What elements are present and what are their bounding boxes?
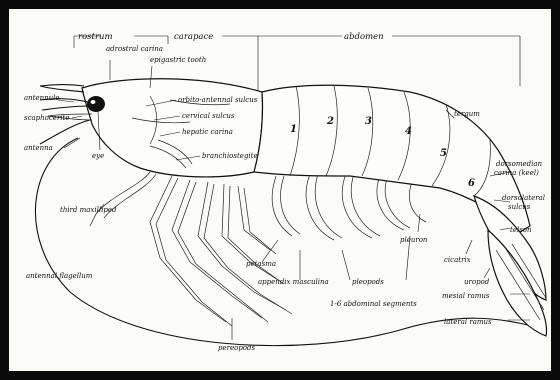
tergum-label: tergum <box>454 110 480 118</box>
eye-drawing <box>87 96 105 112</box>
uropod-label: uropod <box>464 278 490 286</box>
pleopods-drawing <box>272 174 426 240</box>
scaphocerite-label: scaphocerite <box>24 114 70 122</box>
dorsomedian-carina-label-2: carina (keel) <box>494 169 539 177</box>
segment-number-2: 2 <box>326 116 334 127</box>
hepatic-carina-label: hepatic carina <box>182 128 233 136</box>
antennule-label: antennule <box>24 94 60 102</box>
carapace-outline <box>82 79 263 177</box>
segment-number-5: 5 <box>440 148 447 159</box>
pereopods-label: pereopods <box>218 344 256 352</box>
appendix-masculina-label: appendix masculina <box>258 278 329 286</box>
third-maxilliped-label: third maxilliped <box>60 206 117 214</box>
third-maxilliped-drawing <box>90 172 156 226</box>
abdomen-label: abdomen <box>344 32 384 42</box>
segment-number-1: 1 <box>290 124 297 135</box>
rostrum-label: rostrum <box>78 32 113 42</box>
lateral-ramus-label: lateral ramus <box>444 318 492 326</box>
epigastric-tooth-label: epigastric tooth <box>150 56 206 64</box>
petasma-label: petasma <box>246 260 276 268</box>
mesial-ramus-label: mesial ramus <box>442 292 490 300</box>
adrostral-carina-label: adrostral carina <box>106 45 163 53</box>
segment-number-6: 6 <box>468 178 475 189</box>
dorsomedian-carina-label: dorsomedian <box>496 160 543 168</box>
pleuron-label: pleuron <box>400 236 428 244</box>
pereopods-drawing <box>150 176 292 326</box>
branchiostegite-label: branchiostegite <box>202 152 258 160</box>
cicatrix-label: cicatrix <box>444 256 471 264</box>
carapace-label: carapace <box>174 32 213 42</box>
eye-label: eye <box>92 152 104 160</box>
segment-number-3: 3 <box>365 116 372 127</box>
cervical-sulcus-label: cervical sulcus <box>182 112 235 120</box>
rostrum-drawing <box>40 85 84 93</box>
orbito-antennal-sulcus-label: orbito-antennal sulcus <box>178 96 258 104</box>
pleopods-label: pleopods <box>352 278 384 286</box>
dorsolateral-sulcus-label-2: sulcus <box>508 203 531 211</box>
antenna-drawing <box>40 120 90 144</box>
abdominal-segments-label: 1-6 abdominal segments <box>330 300 417 308</box>
segment-number-4: 4 <box>405 126 412 137</box>
dorsolateral-sulcus-label: dorsolateral <box>502 194 545 202</box>
eye-highlight <box>91 100 96 104</box>
telson-label: telson <box>510 226 532 234</box>
antennal-flagellum-label: antennal flagellum <box>26 272 93 280</box>
antenna-label: antenna <box>24 144 53 152</box>
